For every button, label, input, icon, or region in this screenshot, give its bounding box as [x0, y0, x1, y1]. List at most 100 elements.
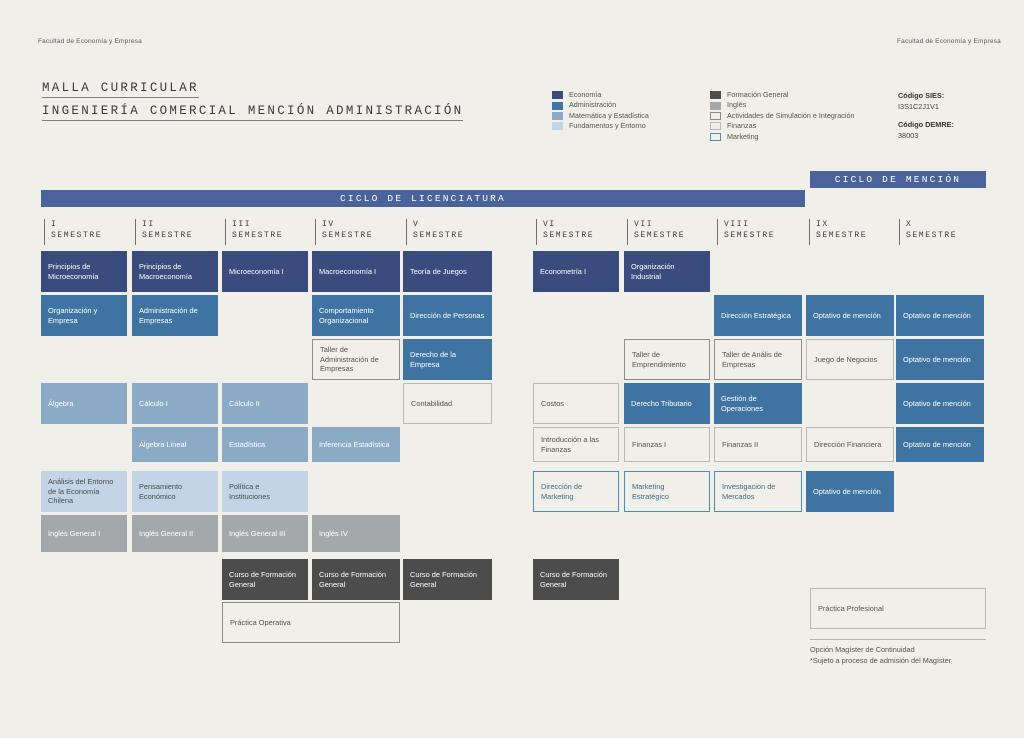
course-box[interactable]: Cálculo I	[132, 383, 218, 424]
legend-label: Economía	[569, 90, 602, 99]
cycle-bar-mencion: CICLO DE MENCIÓN	[810, 171, 986, 188]
course-box[interactable]: Dirección de Personas	[403, 295, 492, 336]
course-box[interactable]: Álgebra Lineal	[132, 427, 218, 462]
course-box[interactable]: Costos	[533, 383, 619, 424]
semester-word: SEMESTRE	[51, 231, 103, 240]
course-box[interactable]: Microeconomía I	[222, 251, 308, 292]
course-box[interactable]: Comportamiento Organizacional	[312, 295, 400, 336]
course-box[interactable]: Optativo de mención	[896, 427, 984, 462]
course-box[interactable]: Álgebra	[41, 383, 127, 424]
course-label: Inglés IV	[319, 528, 348, 538]
legend-label: Formación General	[727, 90, 789, 99]
course-box[interactable]: Econometría I	[533, 251, 619, 292]
course-box-practica-profesional[interactable]: Práctica Profesional	[810, 588, 986, 629]
legend-label: Fundamentos y Entorno	[569, 121, 646, 131]
course-box[interactable]: Taller de Emprendimiento	[624, 339, 710, 380]
course-box[interactable]: Finanzas II	[714, 427, 802, 462]
course-box[interactable]: Taller de Administración de Empresas	[312, 339, 400, 380]
course-box[interactable]: Finanzas I	[624, 427, 710, 462]
course-box[interactable]: Política e Instituciones	[222, 471, 308, 512]
course-box[interactable]: Juego de Negocios	[806, 339, 894, 380]
course-box[interactable]: Inglés General I	[41, 515, 127, 552]
course-label: Taller de Emprendimiento	[632, 349, 686, 369]
course-label: Cálculo I	[139, 398, 168, 408]
course-box[interactable]: Organización y Empresa	[41, 295, 127, 336]
course-box[interactable]: Inglés IV	[312, 515, 400, 552]
legend-swatch-icon	[552, 101, 563, 110]
legend-swatch-icon	[710, 111, 721, 120]
course-box[interactable]: Principios de Microeconomía	[41, 251, 127, 292]
course-box[interactable]: Inglés General III	[222, 515, 308, 552]
sies-label: Código SIES:	[898, 91, 945, 100]
course-box[interactable]: Dirección Financiera	[806, 427, 894, 462]
course-label: Curso de Formación General	[540, 569, 607, 589]
course-box[interactable]: Teoría de Juegos	[403, 251, 492, 292]
semester-word: SEMESTRE	[142, 231, 194, 240]
legend-item: Fundamentos y Entorno	[552, 121, 649, 131]
course-box[interactable]: Optativo de mención	[806, 295, 894, 336]
course-label: Dirección Estratégica	[721, 310, 791, 320]
semester-word: SEMESTRE	[724, 231, 776, 240]
course-label: Inglés General I	[48, 528, 101, 538]
course-box[interactable]: Dirección Estratégica	[714, 295, 802, 336]
course-label: Inferencia Estadística	[319, 439, 390, 449]
course-label: Contabilidad	[411, 398, 453, 408]
course-box[interactable]: Investigacion de Mercados	[714, 471, 802, 512]
course-box[interactable]: Curso de Formación General	[403, 559, 492, 600]
course-label: Curso de Formación General	[319, 569, 386, 589]
course-box[interactable]: Macroeconomía I	[312, 251, 400, 292]
course-box[interactable]: Inglés General II	[132, 515, 218, 552]
course-box[interactable]: Pensamiento Económico	[132, 471, 218, 512]
course-box[interactable]: Taller de Anális de Empresas	[714, 339, 802, 380]
course-box[interactable]: Optativo de mención	[896, 383, 984, 424]
semester-word: SEMESTRE	[322, 231, 374, 240]
course-label: Investigacion de Mercados	[722, 481, 776, 501]
course-box[interactable]: Estadística	[222, 427, 308, 462]
course-label: Optativo de mención	[903, 354, 971, 364]
program-codes: Código SIES: I3S1C2J1V1 Código DEMRE: 38…	[898, 90, 954, 141]
course-label: Política e Instituciones	[229, 481, 271, 501]
course-box[interactable]: Curso de Formación General	[222, 559, 308, 600]
course-box[interactable]: Inferencia Estadística	[312, 427, 400, 462]
course-box[interactable]: Optativo de mención	[896, 339, 984, 380]
demre-value: 38003	[898, 131, 919, 140]
legend-item: Actividades de Simulación e Integración	[710, 111, 854, 121]
course-box[interactable]: Derecho Tributario	[624, 383, 710, 424]
legend-item: Inglés	[710, 100, 854, 110]
course-box[interactable]: Introducción a las Finanzas	[533, 427, 619, 462]
semester-word: SEMESTRE	[232, 231, 284, 240]
course-box[interactable]: Optativo de mención	[896, 295, 984, 336]
course-label: Organización Industrial	[631, 261, 675, 281]
course-box[interactable]: Contabilidad	[403, 383, 492, 424]
sies-value: I3S1C2J1V1	[898, 102, 939, 111]
semester-word: SEMESTRE	[634, 231, 686, 240]
course-box-practica-operativa[interactable]: Práctica Operativa	[222, 602, 400, 643]
course-box[interactable]: Marketing Estratégico	[624, 471, 710, 512]
course-label: Administración de Empresas	[139, 305, 198, 325]
legend-label: Finanzas	[727, 121, 757, 131]
course-box[interactable]: Principios de Macroeconomía	[132, 251, 218, 292]
course-box[interactable]: Derecho de la Empresa	[403, 339, 492, 380]
course-box[interactable]: Dirección de Marketing	[533, 471, 619, 512]
course-label: Pensamiento Económico	[139, 481, 183, 501]
title-line-1: MALLA CURRICULAR	[42, 81, 199, 98]
legend-swatch-icon	[552, 122, 563, 131]
course-box[interactable]: Curso de Formación General	[312, 559, 400, 600]
course-box[interactable]: Gestión de Operaciones	[714, 383, 802, 424]
legend-swatch-icon	[710, 101, 721, 110]
legend-item: Administración	[552, 100, 649, 110]
course-box[interactable]: Organización Industrial	[624, 251, 710, 292]
semester-roman: VI	[543, 220, 556, 229]
course-box[interactable]: Curso de Formación General	[533, 559, 619, 600]
course-box[interactable]: Optativo de mención	[806, 471, 894, 512]
course-box[interactable]: Análisis del Entorno de la Economía Chil…	[41, 471, 127, 512]
course-box[interactable]: Administración de Empresas	[132, 295, 218, 336]
course-box[interactable]: Cálculo II	[222, 383, 308, 424]
